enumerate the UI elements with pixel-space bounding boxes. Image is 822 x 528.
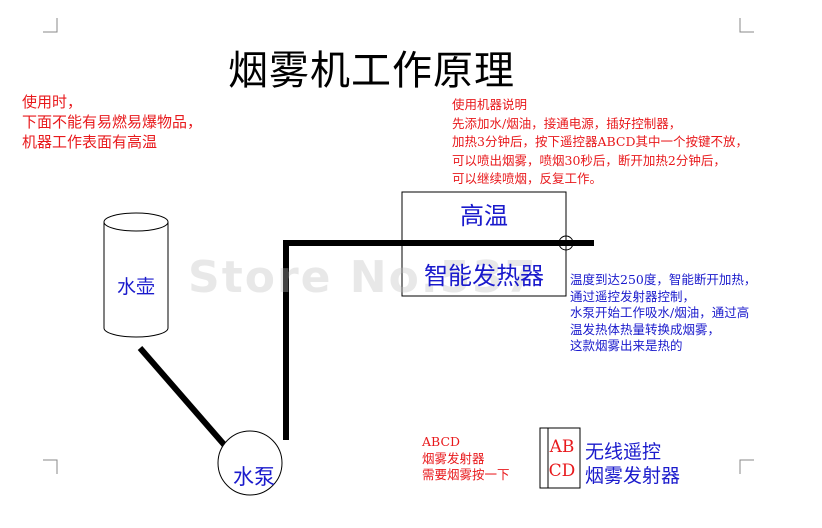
warning-text: 使用时， 下面不能有易燃易爆物品， 机器工作表面有高温	[22, 92, 202, 152]
instructions-line: 先添加水/烟油，接通电源，插好控制器，	[452, 115, 682, 131]
instructions-text: 使用机器说明 先添加水/烟油，接通电源，插好控制器， 加热3分钟后，按下遥控器A…	[452, 96, 748, 189]
remote-note-line: 需要烟雾按一下	[422, 467, 510, 482]
pump-label: 水泵	[233, 465, 275, 489]
kettle-shape	[103, 212, 169, 338]
instructions-line: 可以喷出烟雾，喷烟30秒后，断开加热2分钟后，	[452, 152, 726, 168]
remote-label-line: 烟雾发射器	[585, 465, 681, 487]
remote-note-line: 烟雾发射器	[422, 450, 485, 466]
instructions-line: 使用机器说明	[452, 97, 528, 112]
behavior-line: 温度到达250度，智能断开加热，	[570, 272, 757, 287]
remote-shape	[539, 427, 581, 489]
watermark: Store No.537	[188, 252, 538, 303]
kettle-to-pump-pipe	[137, 346, 237, 458]
pump-shape	[217, 430, 283, 496]
pump-to-heater-pipe	[283, 240, 594, 440]
remote-label-line: 无线遥控	[585, 441, 662, 463]
warning-line: 下面不能有易燃易爆物品，	[22, 113, 203, 131]
behavior-line: 温发热体热量转换成烟雾，	[570, 321, 721, 337]
behavior-line: 水泵开始工作吸水/烟油，通过高	[570, 305, 750, 320]
instructions-line: 加热3分钟后，按下遥控器ABCD其中一个按键不放，	[452, 134, 748, 149]
instructions-line: 可以继续喷烟，反复工作。	[452, 171, 603, 186]
page-title: 烟雾机工作原理	[228, 48, 515, 94]
kettle-label: 水壶	[116, 276, 155, 298]
heater-top-label: 高温	[460, 202, 508, 230]
heater-bottom-label: 智能发热器	[424, 262, 544, 290]
behavior-line: 通过遥控发射器控制，	[570, 288, 696, 304]
remote-key-cd: CD	[548, 461, 576, 481]
behavior-line: 这款烟雾出来是热的	[570, 338, 683, 353]
nozzle-marker	[558, 235, 574, 251]
remote-note: ABCD 烟雾发射器 需要烟雾按一下	[422, 434, 510, 484]
warning-line: 使用时，	[22, 93, 83, 111]
remote-key-ab: AB	[549, 437, 575, 457]
page-corner-marks	[43, 18, 754, 474]
remote-note-line: ABCD	[422, 434, 461, 449]
heater-box	[401, 191, 567, 297]
warning-line: 机器工作表面有高温	[22, 133, 158, 151]
behavior-text: 温度到达250度，智能断开加热， 通过遥控发射器控制， 水泵开始工作吸水/烟油，…	[570, 272, 756, 355]
remote-label: 无线遥控 烟雾发射器	[585, 440, 680, 488]
